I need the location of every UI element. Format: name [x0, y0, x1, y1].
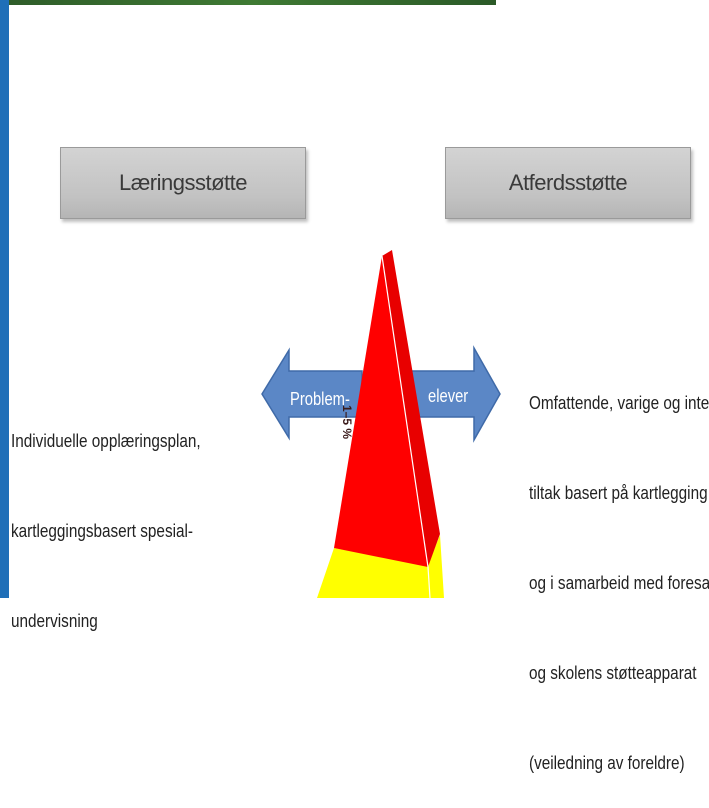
left-accent-bar	[0, 0, 9, 598]
arrow-right-label: elever	[428, 386, 469, 406]
left-description: Individuelle opplæringsplan, kartlegging…	[11, 366, 201, 666]
header-laeringsstotte: Læringsstøtte	[60, 147, 306, 219]
pyramid-ridge-lower	[427, 566, 431, 598]
top-image-strip	[9, 0, 496, 5]
header-atferdsstotte: Atferdsstøtte	[445, 147, 691, 219]
left-description-line: undervisning	[11, 611, 98, 631]
arrow-left-label: Problem-	[290, 389, 350, 409]
right-description-line: Omfattende, varige og inte	[529, 393, 709, 413]
right-description: Omfattende, varige og inte tiltak basert…	[529, 328, 709, 808]
pyramid-ridge	[381, 255, 429, 568]
right-description-line: tiltak basert på kartlegging	[529, 483, 708, 503]
right-description-line: og i samarbeid med foresat	[529, 573, 709, 593]
right-arrow	[409, 345, 501, 443]
header-laeringsstotte-label: Læringsstøtte	[119, 170, 248, 195]
right-description-line: (veiledning av foreldre)	[529, 753, 685, 773]
right-description-line: og skolens støtteapparat	[529, 663, 697, 683]
pyramid-red-face-right	[382, 250, 440, 567]
pyramid-red-face-left	[334, 256, 428, 567]
header-atferdsstotte-label: Atferdsstøtte	[508, 170, 628, 195]
pyramid-diagram	[261, 250, 501, 598]
pyramid-percent-label: 1–5 %	[340, 405, 354, 440]
left-description-line: kartleggingsbasert spesial-	[11, 521, 194, 541]
left-description-line: Individuelle opplæringsplan,	[11, 431, 201, 451]
